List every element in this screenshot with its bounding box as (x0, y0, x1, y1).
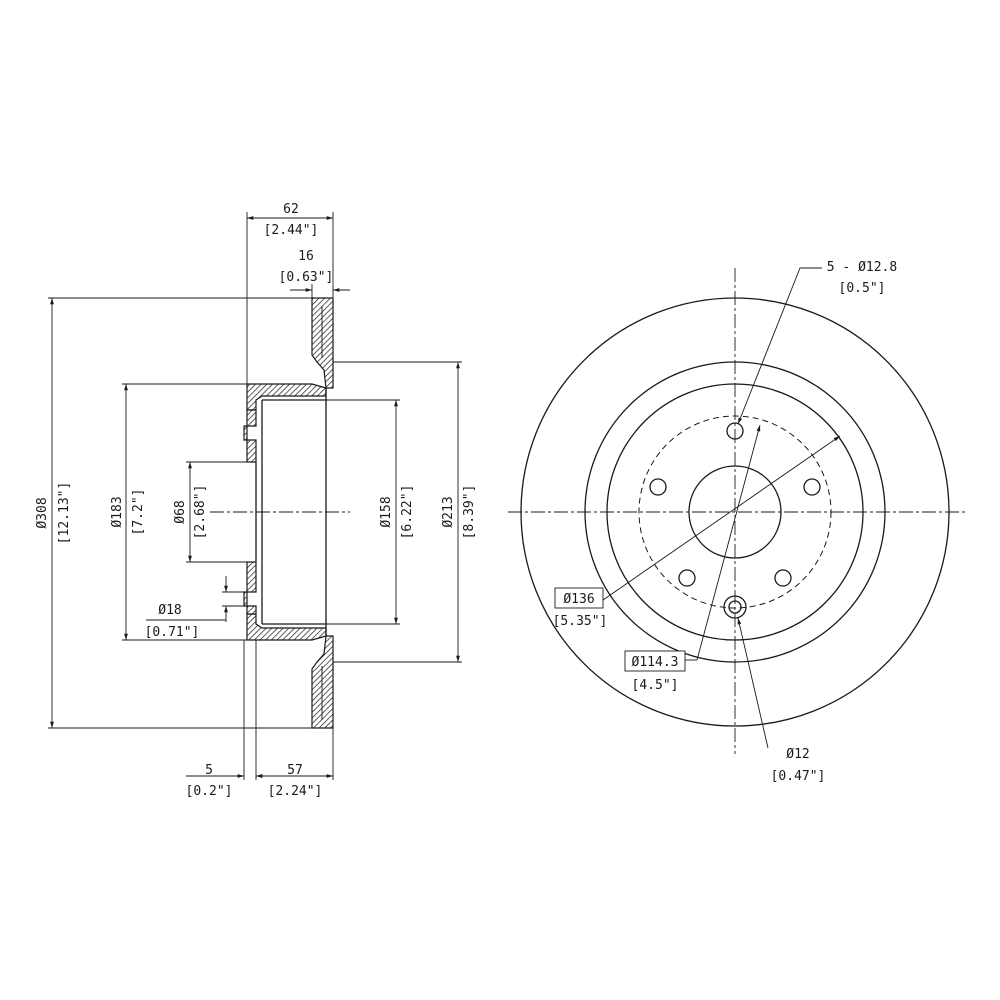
bolt-circle-metric: Ø114.3 (632, 655, 679, 670)
dim-57-imperial: [2.24"] (268, 784, 323, 799)
bolt-holes-imperial: [0.5"] (839, 281, 886, 296)
bolt-circle (638, 415, 832, 609)
hat-outer-edge (606, 383, 864, 641)
dim-16-imperial: [0.63"] (279, 270, 334, 285)
dim-183-metric: Ø183 (110, 496, 125, 527)
dim-183-imperial: [7.2"] (131, 489, 146, 536)
dim-16-metric: 16 (298, 249, 314, 264)
pin-hole-inner (728, 600, 742, 614)
bolt-hole (774, 569, 792, 587)
dim-308-metric: Ø308 (35, 497, 50, 528)
leader-114 (696, 424, 761, 661)
dim-68-imperial: [2.68"] (193, 485, 208, 540)
pcd-outer-imperial: [5.35"] (553, 614, 608, 629)
leader-12 (737, 617, 769, 749)
dim-5-metric: 5 (205, 763, 213, 778)
pcd-outer-box (554, 587, 604, 609)
dim-308-imperial: [12.13"] (57, 482, 72, 545)
dim-57-metric: 57 (287, 763, 303, 778)
bolt-hole (803, 478, 821, 496)
hat-flange-lower (243, 561, 257, 615)
bolt-hole (649, 478, 667, 496)
center-bore (688, 465, 782, 559)
pcd-outer-metric: Ø136 (563, 592, 594, 607)
dim-213-metric: Ø213 (441, 496, 456, 527)
leader-136 (602, 435, 841, 601)
bolt-holes-metric: 5 - Ø12.8 (827, 260, 897, 275)
pin-hole (723, 595, 747, 619)
dim-18-imperial: [0.71"] (145, 625, 200, 640)
dim-62-imperial: [2.44"] (264, 223, 319, 238)
hat-flange-upper (243, 409, 257, 463)
front-view: 5 - Ø12.8 [0.5"] Ø136 [5.35"] Ø114.3 [4.… (508, 260, 966, 784)
pin-hole-imperial: [0.47"] (771, 769, 826, 784)
pin-hole-metric: Ø12 (786, 747, 809, 762)
dim-158-imperial: [6.22"] (400, 485, 415, 540)
hat-wall-bottom (246, 613, 327, 641)
lower-friction-ring (311, 635, 334, 729)
dim-18-metric: Ø18 (158, 603, 181, 618)
bolt-circle-box (624, 650, 686, 672)
braking-surface-inner (584, 361, 886, 663)
bolt-circle-imperial: [4.5"] (632, 678, 679, 693)
section-view: 62 [2.44"] 16 [0.63"] Ø308 [12.13"] Ø183… (35, 202, 477, 799)
bolt-hole (678, 569, 696, 587)
bolt-hole (726, 422, 744, 440)
dim-62-metric: 62 (283, 202, 299, 217)
hat-wall-top (246, 383, 327, 411)
leader-bolt-holes (737, 267, 801, 425)
dim-68-metric: Ø68 (173, 500, 188, 523)
dim-5-imperial: [0.2"] (186, 784, 233, 799)
upper-friction-ring (311, 297, 334, 389)
dim-213-imperial: [8.39"] (462, 485, 477, 540)
rotor-outer-edge (520, 297, 950, 727)
dim-158-metric: Ø158 (379, 496, 394, 527)
